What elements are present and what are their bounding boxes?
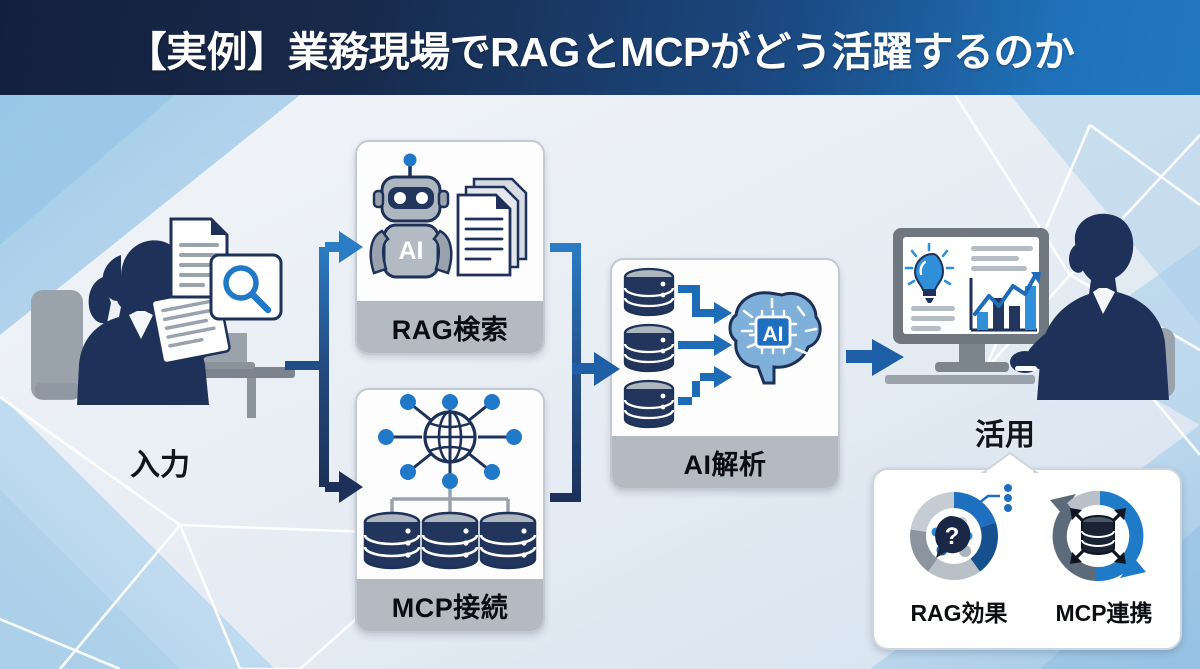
bar-chart-icon	[969, 278, 1037, 332]
arrow-right-icon	[678, 334, 732, 356]
document-stack-icon	[456, 177, 528, 276]
input-caption: 入力	[130, 449, 190, 482]
card-mcp-connect-body	[357, 390, 543, 579]
arrow-right-icon	[678, 285, 732, 324]
card-rag-search-body: AI	[357, 142, 543, 301]
trend-arrow-head-icon	[1031, 272, 1041, 284]
lightbulb-icon	[904, 242, 955, 303]
connector-ai-output	[846, 336, 908, 380]
trend-arrow-icon	[973, 274, 1037, 316]
database-icon	[623, 323, 675, 373]
document-search-icon	[209, 253, 283, 321]
output-caption: 活用	[975, 419, 1035, 452]
card-ai-analysis-label: AI解析	[612, 436, 838, 488]
card-mcp-connect-label: MCP接続	[357, 579, 543, 631]
arrow-right-icon	[325, 471, 363, 503]
panel-pointer-icon	[980, 451, 1040, 474]
robot-ai-badge: AI	[399, 237, 424, 265]
output-illustration	[885, 210, 1185, 410]
mcp-link-label: MCP連携	[1055, 600, 1153, 626]
connector-input-branch	[285, 225, 390, 515]
input-illustration	[25, 215, 305, 425]
arrow-right-icon	[325, 231, 363, 263]
header-banner: 【実例】業務現場でRAGとMCPがどう活躍するのか	[0, 0, 1200, 95]
database-icon	[623, 379, 675, 429]
card-ai-analysis[interactable]: AI AI解析	[610, 258, 840, 490]
card-rag-search[interactable]: AI	[355, 140, 545, 355]
card-ai-analysis-body: AI	[612, 260, 838, 436]
text-placeholder-lines	[971, 246, 1033, 271]
donut-chart-question-icon: ?	[909, 484, 1012, 581]
brain-ai-badge: AI	[763, 323, 784, 346]
database-icon	[421, 511, 479, 569]
database-icon	[623, 267, 675, 317]
card-rag-search-label: RAG検索	[357, 301, 543, 353]
text-placeholder-lines	[911, 306, 955, 331]
rag-effect-label: RAG効果	[910, 600, 1008, 626]
robot-icon: AI	[369, 153, 453, 278]
mcp-link-icon-wrap	[1032, 480, 1172, 592]
rag-effect-icon-wrap: ?	[888, 480, 1028, 592]
database-icon	[363, 511, 421, 569]
arrow-right-icon	[678, 366, 732, 405]
results-panel: ? RAG効果	[872, 451, 1182, 650]
arrow-right-icon	[846, 339, 904, 376]
connector-merge-ai	[548, 235, 638, 535]
svg-text:?: ?	[945, 523, 960, 550]
page-title: 【実例】業務現場でRAGとMCPがどう活躍するのか	[125, 28, 1075, 75]
brain-icon: AI	[728, 291, 822, 385]
cycle-database-icon	[1050, 490, 1146, 582]
database-icon	[479, 511, 537, 569]
database-icon	[1081, 515, 1115, 555]
arrow-right-icon	[572, 352, 620, 386]
office-chair-icon	[31, 290, 83, 400]
globe-network-icon	[378, 393, 522, 489]
card-mcp-connect[interactable]: MCP接続	[355, 388, 545, 633]
